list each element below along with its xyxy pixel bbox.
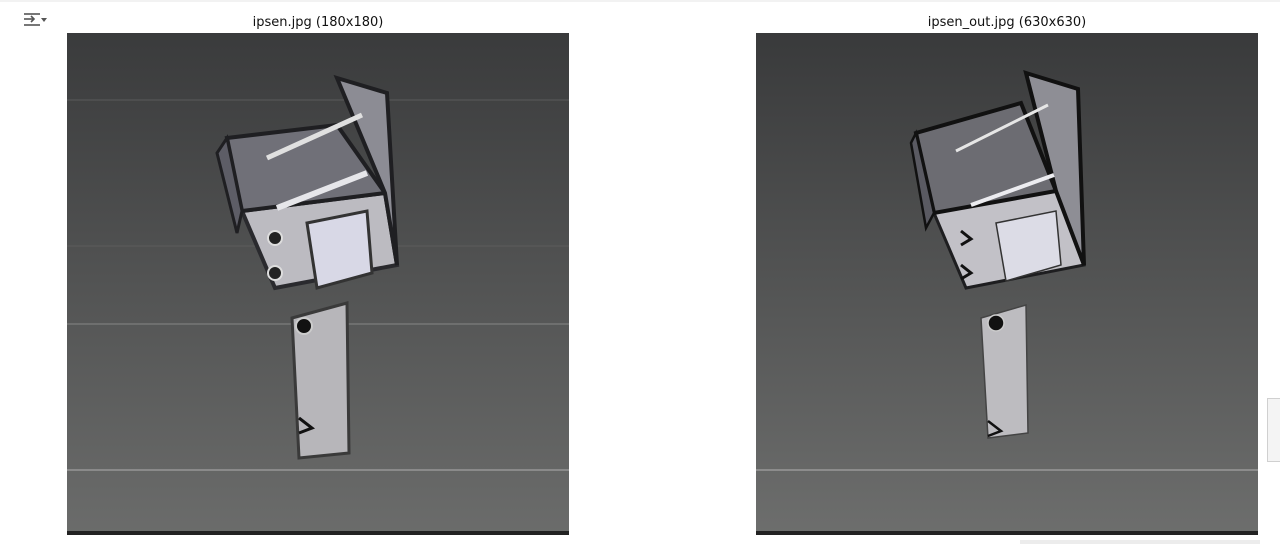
original-image [67,33,569,535]
figure-title-output: ipsen_out.jpg (630x630) [927,15,1087,30]
output-image [756,33,1258,535]
bracket-render [215,74,400,460]
bracket-render [909,70,1087,439]
bottom-edge-bar [1020,540,1260,544]
figure-title-original: ipsen.jpg (180x180) [252,15,384,30]
output-collapse-icon[interactable] [22,10,48,32]
output-scroll-handle[interactable] [1267,398,1280,462]
cell-divider [0,0,1280,2]
